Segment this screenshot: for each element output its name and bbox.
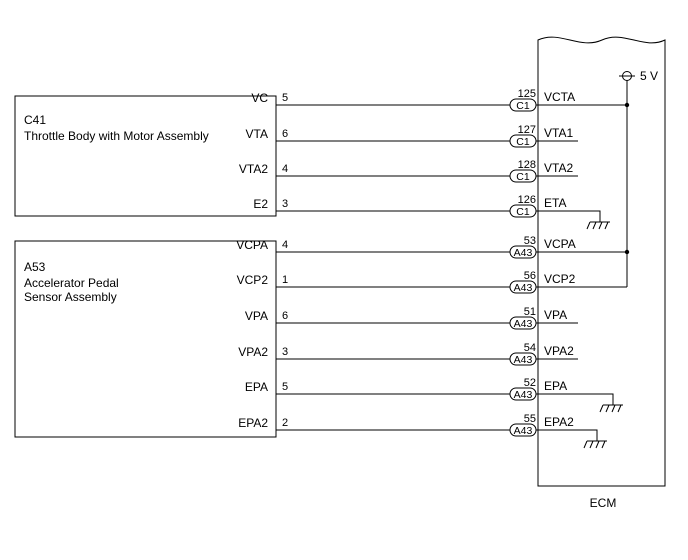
component-pin-number: 1 — [282, 274, 288, 286]
ecm-terminal-label: VCTA — [544, 90, 575, 104]
component-pin-number: 5 — [282, 381, 288, 393]
ecm-terminal-label: VTA2 — [544, 161, 573, 175]
ecm-pin-number: 54 — [524, 342, 536, 354]
ground-icon-epa2 — [578, 429, 607, 449]
supply-label: 5 V — [640, 69, 658, 83]
c41-code: C41 — [24, 113, 46, 127]
ecm-label: ECM — [590, 496, 617, 510]
connector-code: A43 — [514, 425, 533, 437]
ecm-terminal-label: VCPA — [544, 237, 576, 251]
a53-name-line-1: Accelerator Pedal — [24, 276, 119, 290]
component-terminal-label: VCP2 — [237, 273, 269, 287]
connector-code: A43 — [514, 318, 533, 330]
connector-code: C1 — [516, 136, 530, 148]
component-pin-number: 3 — [282, 346, 288, 358]
component-terminal-label: VTA2 — [239, 162, 268, 176]
component-terminal-label: VC — [251, 91, 268, 105]
ecm-terminal-label: VPA — [544, 308, 567, 322]
ecm-terminal-label: VCP2 — [544, 272, 576, 286]
component-pin-number: 6 — [282, 128, 288, 140]
component-terminal-label: EPA2 — [238, 416, 268, 430]
ecm-terminal-label: VPA2 — [544, 344, 574, 358]
ecm-box — [537, 36, 666, 487]
ground-icon-epa — [578, 393, 623, 413]
ecm-terminal-label: EPA — [544, 379, 567, 393]
a53-name-line-2: Sensor Assembly — [24, 290, 117, 304]
a53-box — [14, 240, 277, 438]
connector-code: A43 — [514, 282, 533, 294]
ecm-pin-number: 125 — [518, 88, 536, 100]
ecm-pin-number: 51 — [524, 306, 536, 318]
connector-code: A43 — [514, 354, 533, 366]
c41-box — [14, 95, 277, 217]
a53-code: A53 — [24, 260, 46, 274]
ecm-terminal-label: VTA1 — [544, 126, 573, 140]
component-pin-number: 4 — [282, 163, 288, 175]
component-terminal-label: E2 — [253, 197, 268, 211]
ecm-pin-number: 56 — [524, 270, 536, 282]
component-pin-number: 6 — [282, 310, 288, 322]
ecm-pin-number: 52 — [524, 377, 536, 389]
connector-code: A43 — [514, 389, 533, 401]
ecm-pin-number: 127 — [518, 124, 536, 136]
component-pin-number: 4 — [282, 239, 288, 251]
connector-code: A43 — [514, 247, 533, 259]
ecm-terminal-label: EPA2 — [544, 415, 574, 429]
connector-code: C1 — [516, 206, 530, 218]
ecm-pin-number: 55 — [524, 413, 536, 425]
ground-icon-eta — [578, 210, 610, 230]
component-terminal-label: VPA2 — [238, 345, 268, 359]
component-terminal-label: VCPA — [236, 238, 268, 252]
c41-name: Throttle Body with Motor Assembly — [24, 129, 209, 143]
ecm-terminal-label: ETA — [544, 196, 566, 210]
component-terminal-label: VPA — [245, 309, 268, 323]
ecm-pin-number: 126 — [518, 194, 536, 206]
component-pin-number: 5 — [282, 92, 288, 104]
ecm-pin-number: 53 — [524, 235, 536, 247]
component-terminal-label: EPA — [245, 380, 268, 394]
connector-code: C1 — [516, 171, 530, 183]
ecm-pin-number: 128 — [518, 159, 536, 171]
connector-code: C1 — [516, 100, 530, 112]
component-pin-number: 2 — [282, 417, 288, 429]
component-terminal-label: VTA — [246, 127, 268, 141]
component-pin-number: 3 — [282, 198, 288, 210]
